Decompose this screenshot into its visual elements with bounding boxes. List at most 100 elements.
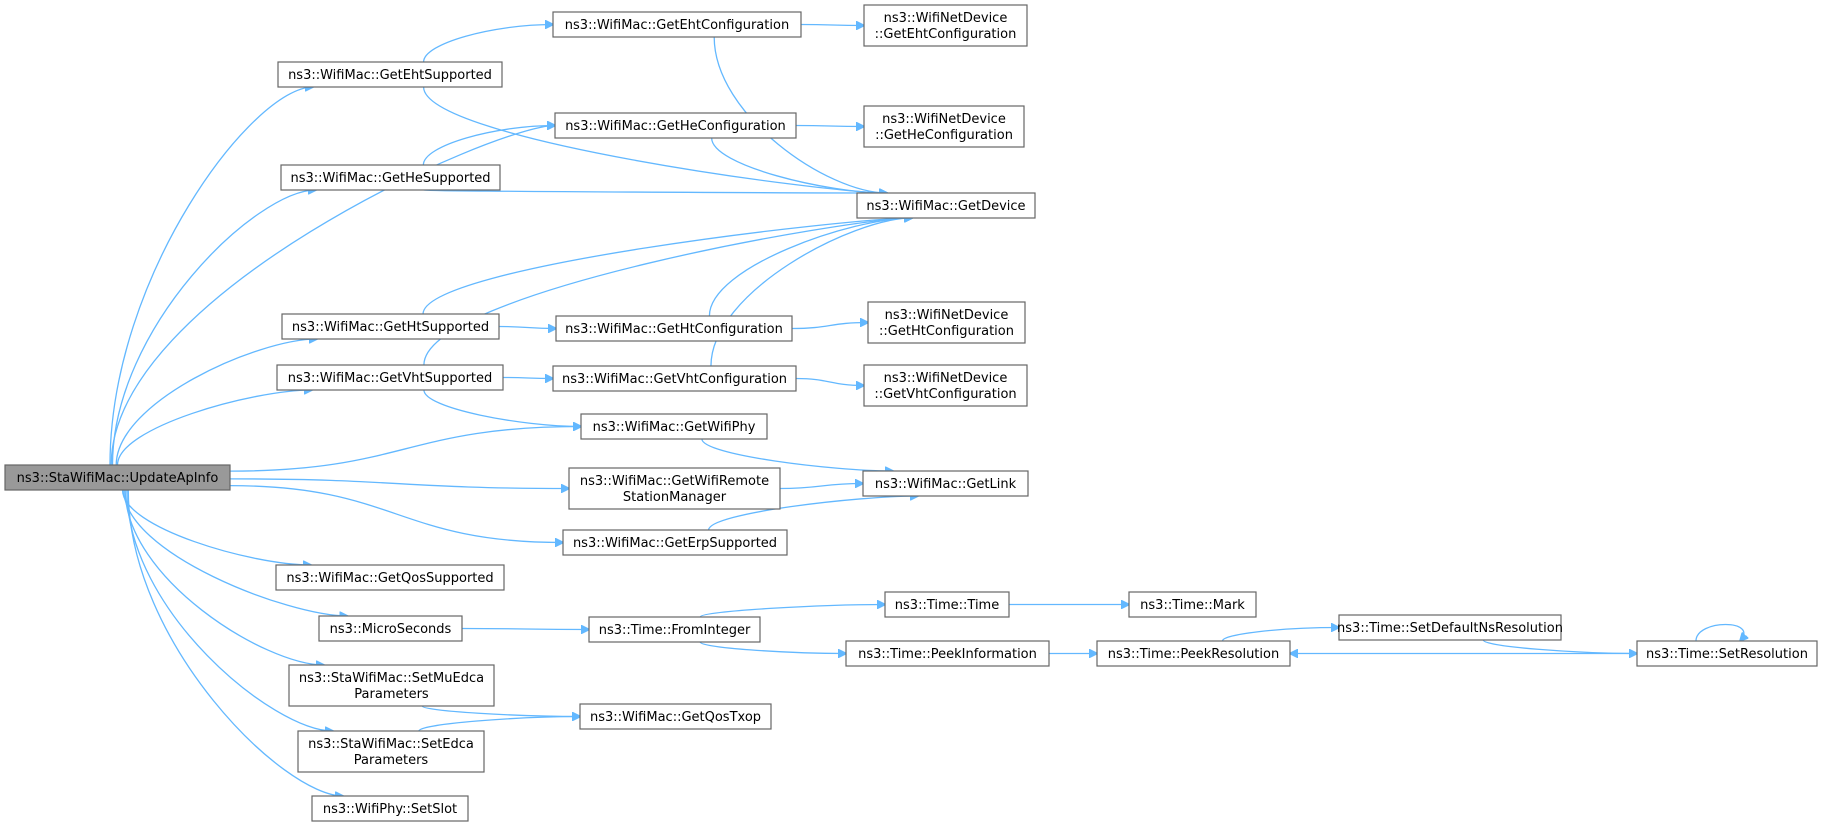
- node-peek-information[interactable]: ns3::Time::PeekInformation: [845, 640, 1050, 667]
- node-get-wifi-phy[interactable]: ns3::WifiMac::GetWifiPhy: [580, 413, 768, 440]
- node-label: ns3::Time::SetDefaultNsResolution: [1337, 621, 1563, 636]
- node-get-qos-supported[interactable]: ns3::WifiMac::GetQosSupported: [275, 564, 505, 591]
- edge-update-ap-info-to-get-wifi-phy: [229, 427, 581, 472]
- edge-get-vht-supported-to-get-wifi-phy: [423, 389, 581, 427]
- node-box: [554, 112, 797, 139]
- edge-get-ht-supported-to-get-ht-configuration: [498, 327, 556, 329]
- edge-get-wifi-remote-station-manager-to-get-link: [779, 484, 863, 490]
- node-label: ns3::Time::SetResolution: [1646, 647, 1808, 662]
- edge-update-ap-info-to-get-vht-supported: [116, 390, 313, 466]
- edge-update-ap-info-to-set-slot: [127, 489, 343, 796]
- edge-get-he-supported-to-get-he-configuration: [422, 126, 555, 166]
- node-label: ::GetEhtConfiguration: [875, 27, 1017, 42]
- node-box: [280, 164, 501, 191]
- node-get-wifi-remote-station-manager[interactable]: ns3::WifiMac::GetWifiRemoteStationManage…: [568, 467, 781, 510]
- node-set-slot[interactable]: ns3::WifiPhy::SetSlot: [311, 795, 469, 822]
- node-label: ns3::WifiPhy::SetSlot: [323, 802, 457, 817]
- node-get-erp-supported[interactable]: ns3::WifiMac::GetErpSupported: [562, 529, 788, 556]
- node-get-device[interactable]: ns3::WifiMac::GetDevice: [856, 192, 1036, 219]
- node-label: ns3::WifiMac::GetHeSupported: [290, 171, 490, 186]
- node-label: ns3::WifiNetDevice: [882, 112, 1006, 127]
- node-box: [856, 192, 1036, 219]
- node-time-time[interactable]: ns3::Time::Time: [884, 591, 1010, 618]
- node-box: [884, 591, 1010, 618]
- node-set-default-ns-resolution[interactable]: ns3::Time::SetDefaultNsResolution: [1337, 614, 1563, 641]
- node-time-mark[interactable]: ns3::Time::Mark: [1128, 591, 1257, 618]
- node-box: [1128, 591, 1257, 618]
- node-box: [555, 315, 793, 342]
- edge-update-ap-info-to-get-eht-supported: [109, 87, 313, 466]
- node-label: ns3::StaWifiMac::SetMuEdca: [299, 671, 484, 686]
- node-get-link[interactable]: ns3::WifiMac::GetLink: [862, 470, 1029, 497]
- node-get-ht-configuration[interactable]: ns3::WifiMac::GetHtConfiguration: [555, 315, 793, 342]
- edge-get-ht-supported-to-get-device: [422, 218, 912, 315]
- edge-update-ap-info-to-set-edca: [126, 489, 333, 731]
- node-box: [297, 730, 485, 773]
- edge-update-ap-info-to-get-erp-supported: [229, 484, 563, 543]
- edge-get-he-configuration-to-get-device: [711, 137, 887, 193]
- node-box: [552, 11, 802, 38]
- node-get-ht-supported[interactable]: ns3::WifiMac::GetHtSupported: [281, 313, 500, 340]
- node-get-eht-configuration[interactable]: ns3::WifiMac::GetEhtConfiguration: [552, 11, 802, 38]
- edge-get-ht-configuration-to-nd-get-ht-configuration: [791, 323, 868, 330]
- node-label: ns3::WifiMac::GetDevice: [866, 199, 1025, 214]
- node-label: ns3::WifiMac::GetWifiRemote: [580, 474, 769, 489]
- node-get-vht-configuration[interactable]: ns3::WifiMac::GetVhtConfiguration: [552, 365, 797, 392]
- node-update-ap-info[interactable]: ns3::StaWifiMac::UpdateApInfo: [4, 464, 231, 491]
- edge-update-ap-info-to-set-mu-edca: [124, 489, 324, 665]
- node-box: [1096, 640, 1291, 667]
- node-box: [845, 640, 1050, 667]
- node-peek-resolution[interactable]: ns3::Time::PeekResolution: [1096, 640, 1291, 667]
- node-label: ::GetVhtConfiguration: [874, 387, 1016, 402]
- node-label: ns3::WifiMac::GetWifiPhy: [593, 420, 756, 435]
- node-get-he-configuration[interactable]: ns3::WifiMac::GetHeConfiguration: [554, 112, 797, 139]
- node-label: ns3::WifiMac::GetQosTxop: [590, 710, 761, 725]
- node-box: [588, 616, 761, 643]
- node-get-eht-supported[interactable]: ns3::WifiMac::GetEhtSupported: [277, 61, 503, 88]
- edge-update-ap-info-to-micro-seconds: [123, 489, 348, 616]
- edge-update-ap-info-to-get-he-supported: [111, 190, 317, 466]
- edge-from-integer-to-time-time: [699, 605, 885, 618]
- node-label: ns3::Time::Mark: [1140, 598, 1245, 613]
- node-nd-get-eht-configuration[interactable]: ns3::WifiNetDevice::GetEhtConfiguration: [863, 4, 1028, 47]
- node-from-integer[interactable]: ns3::Time::FromInteger: [588, 616, 761, 643]
- node-label: ns3::WifiMac::GetHtConfiguration: [565, 322, 783, 337]
- node-label: ns3::Time::FromInteger: [599, 623, 751, 638]
- node-get-qos-txop[interactable]: ns3::WifiMac::GetQosTxop: [579, 703, 772, 730]
- node-box: [275, 564, 505, 591]
- node-box: [311, 795, 469, 822]
- edge-get-vht-supported-to-get-device: [423, 218, 912, 366]
- node-set-resolution[interactable]: ns3::Time::SetResolution: [1636, 640, 1818, 667]
- edge-get-wifi-phy-to-get-link: [701, 438, 893, 471]
- edge-get-eht-configuration-to-nd-get-eht-configuration: [800, 25, 864, 26]
- edge-get-eht-supported-to-get-eht-configuration: [422, 25, 553, 63]
- node-nd-get-vht-configuration[interactable]: ns3::WifiNetDevice::GetVhtConfiguration: [863, 364, 1028, 407]
- edge-update-ap-info-to-get-qos-supported: [121, 489, 312, 565]
- node-label: ns3::Time::PeekResolution: [1108, 647, 1279, 662]
- node-box: [579, 703, 772, 730]
- node-label: ns3::WifiMac::GetEhtSupported: [288, 68, 492, 83]
- node-get-he-supported[interactable]: ns3::WifiMac::GetHeSupported: [280, 164, 501, 191]
- node-label: ns3::WifiMac::GetHtSupported: [292, 320, 489, 335]
- edge-get-vht-supported-to-get-vht-configuration: [502, 378, 553, 379]
- node-nd-get-ht-configuration[interactable]: ns3::WifiNetDevice::GetHtConfiguration: [867, 301, 1026, 344]
- edge-peek-resolution-to-set-default-ns-resolution: [1221, 628, 1339, 642]
- node-label: ns3::WifiMac::GetQosSupported: [286, 571, 493, 586]
- node-label: ns3::WifiNetDevice: [884, 371, 1008, 386]
- node-label: ns3::Time::PeekInformation: [858, 647, 1037, 662]
- edge-get-ht-configuration-to-get-device: [708, 218, 912, 317]
- node-box: [568, 467, 781, 510]
- node-label: ns3::StaWifiMac::UpdateApInfo: [17, 471, 219, 486]
- edge-set-default-ns-resolution-to-set-resolution: [1482, 639, 1637, 654]
- node-box: [288, 664, 495, 707]
- edge-get-eht-configuration-to-get-device: [713, 36, 887, 193]
- edge-get-he-configuration-to-nd-get-he-configuration: [795, 126, 864, 127]
- node-label: ns3::WifiMac::GetVhtConfiguration: [562, 372, 787, 387]
- node-nd-get-he-configuration[interactable]: ns3::WifiNetDevice::GetHeConfiguration: [863, 105, 1025, 148]
- node-box: [4, 464, 231, 491]
- node-box: [552, 365, 797, 392]
- node-micro-seconds[interactable]: ns3::MicroSeconds: [318, 615, 463, 642]
- node-get-vht-supported[interactable]: ns3::WifiMac::GetVhtSupported: [276, 364, 504, 391]
